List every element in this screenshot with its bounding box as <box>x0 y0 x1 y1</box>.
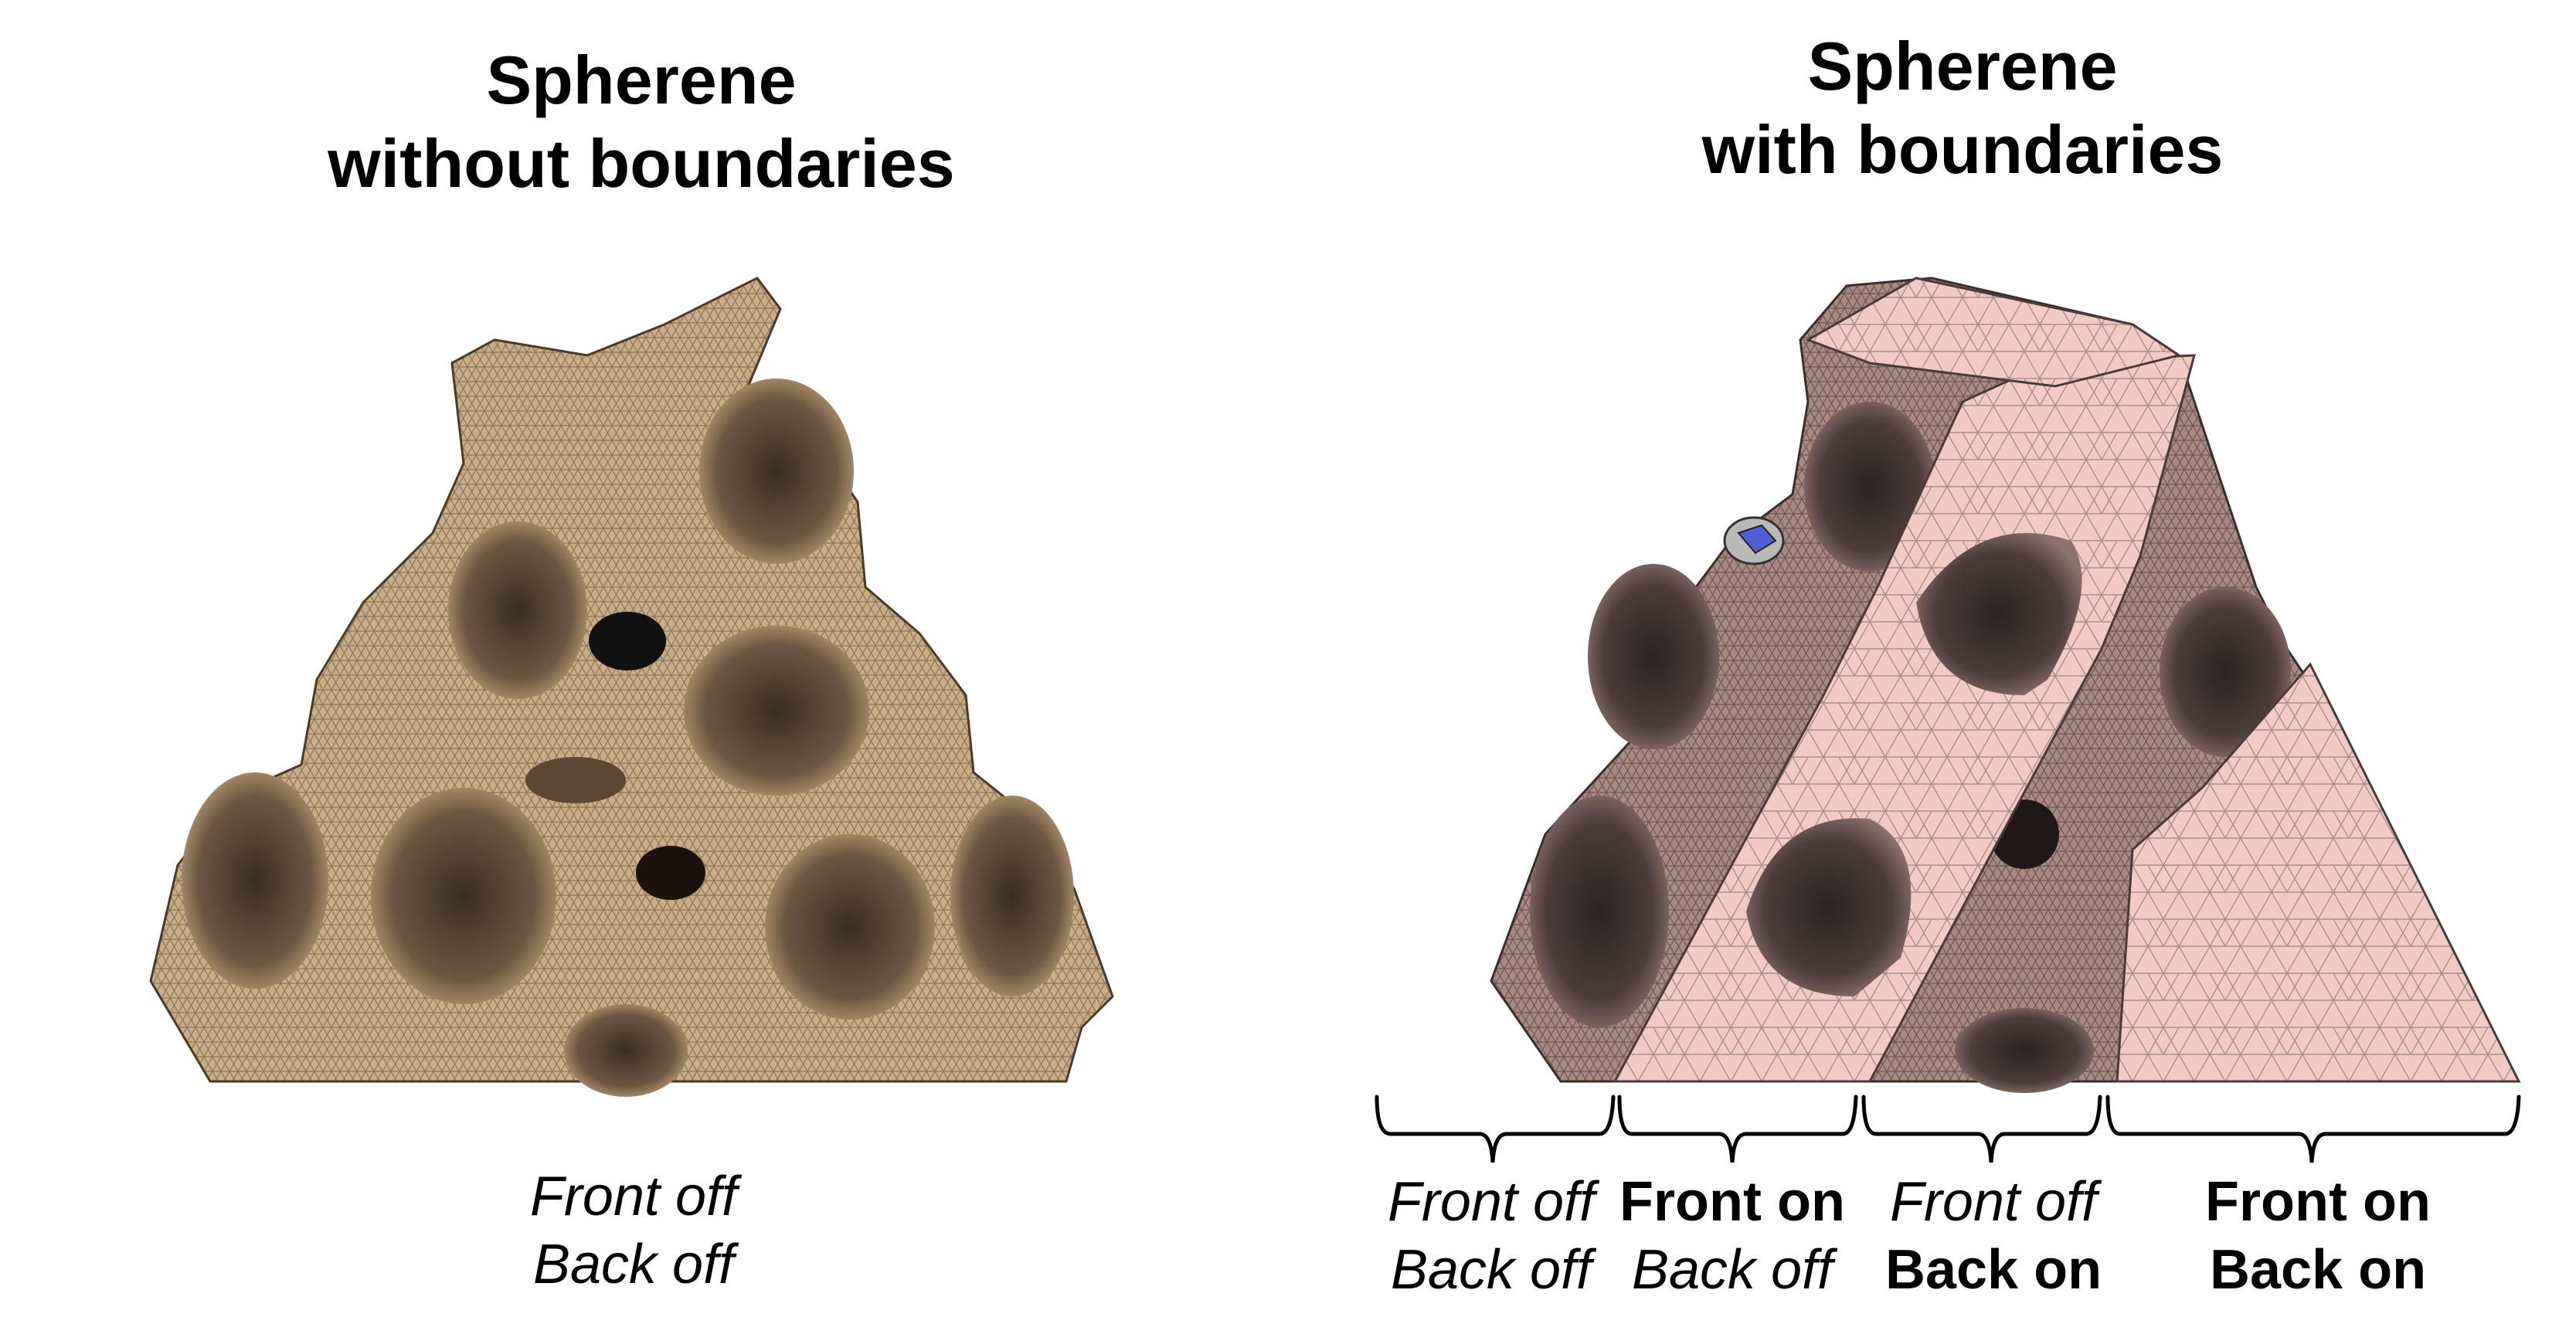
left-hole <box>182 772 328 989</box>
back-state: Back off <box>1390 1239 1592 1301</box>
front-state: Front off <box>529 1166 738 1227</box>
left-hole <box>636 846 705 900</box>
right-hole <box>1955 1008 2094 1093</box>
back-state: Back off <box>532 1234 735 1295</box>
front-state: Front off <box>1889 1171 2098 1233</box>
segment-label: Front on Back on <box>2194 1168 2442 1304</box>
right-cut-hole <box>1746 818 1912 996</box>
left-hole <box>564 1004 688 1097</box>
right-title-line2: with boundaries <box>1701 111 2224 188</box>
back-state: Back on <box>1884 1239 2102 1301</box>
segment-brace <box>1617 1095 1858 1163</box>
segment-brace <box>2105 1095 2521 1163</box>
front-state: Front on <box>1619 1171 1845 1233</box>
view-cube-gizmo <box>1723 516 1785 565</box>
left-hole <box>371 788 556 1004</box>
front-state: Front off <box>1387 1171 1596 1233</box>
segment-label: Front on Back off <box>1616 1168 1848 1304</box>
segment-label: Front off Back on <box>1870 1168 2117 1304</box>
left-title-line2: without boundaries <box>328 125 955 202</box>
right-panel-title: Spherene with boundaries <box>1576 25 2349 192</box>
segment-label: Front off Back off <box>1368 1168 1615 1304</box>
spherene-with-boundaries-model <box>1490 277 2521 1093</box>
left-panel-title: Spherene without boundaries <box>255 39 1028 205</box>
right-hole <box>1588 564 1719 749</box>
back-state: Back on <box>2209 1239 2427 1301</box>
segment-brace <box>1375 1095 1616 1163</box>
back-state: Back off <box>1631 1239 1833 1301</box>
right-hole <box>1530 796 1669 1027</box>
spherene-without-boundaries-model <box>149 277 1114 1097</box>
boundary-cut-plane <box>2116 662 2521 1083</box>
segment-brace <box>1861 1095 2102 1163</box>
left-hole <box>765 834 935 1020</box>
left-hole <box>684 626 869 796</box>
left-caption: Front off Back off <box>471 1163 796 1298</box>
right-cut-hole <box>1916 533 2082 695</box>
segment-braces <box>1375 1095 2521 1163</box>
left-hole <box>950 796 1074 996</box>
left-hole <box>525 757 626 803</box>
left-hole <box>589 612 666 670</box>
front-state: Front on <box>2205 1171 2431 1233</box>
left-hole <box>448 521 587 699</box>
right-hole <box>1804 402 1935 572</box>
right-title-line1: Spherene <box>1807 28 2118 104</box>
boundary-cut-plane <box>1805 277 2182 388</box>
left-hole <box>699 378 854 564</box>
left-title-line1: Spherene <box>486 42 797 118</box>
right-hole <box>2160 587 2291 757</box>
